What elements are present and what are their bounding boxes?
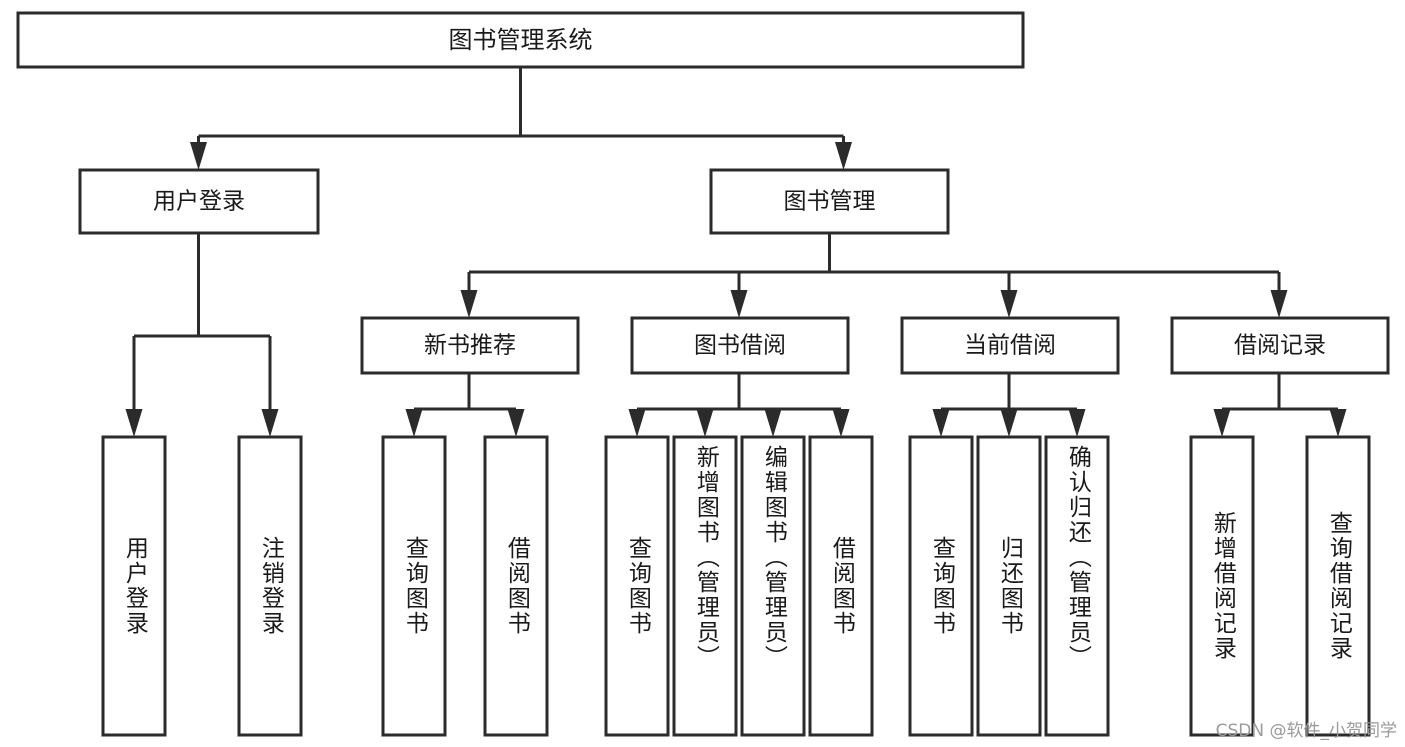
leaf-query-book-3-box[interactable]: [908, 435, 974, 737]
node-new-book-recommend-label: 新书推荐: [424, 333, 516, 359]
node-current-borrow-box[interactable]: [900, 316, 1120, 375]
leaf-confirm-return-box[interactable]: [1044, 435, 1110, 737]
arrow-head-leaf-query-book-1: [405, 409, 423, 437]
connector-group-root: [190, 67, 852, 170]
node-borrow-record-label: 借阅记录: [1234, 333, 1326, 359]
leaf-borrow-book-1-box[interactable]: [483, 435, 549, 737]
node-current-borrow[interactable]: 当前借阅: [900, 316, 1120, 375]
leaf-logout-login-box[interactable]: [237, 435, 303, 737]
node-user-login-box[interactable]: [78, 168, 320, 235]
arrow-head-leaf-borrow-book-2: [832, 409, 850, 437]
connector-group-book-borrow: [628, 373, 850, 437]
arrow-head-current-borrow: [1000, 290, 1018, 318]
leaf-borrow-book-2-box[interactable]: [808, 435, 874, 737]
node-new-book-recommend-box[interactable]: [360, 316, 580, 375]
arrow-head-leaf-borrow-book-1: [507, 409, 525, 437]
node-user-login-label: 用户登录: [153, 189, 245, 215]
leaf-edit-book-box[interactable]: [740, 435, 806, 737]
arrow-head-leaf-edit-book: [764, 409, 782, 437]
leaf-query-book-1-box[interactable]: [381, 435, 447, 737]
node-book-management-box[interactable]: [709, 168, 950, 235]
watermark-text: CSDN @软件_小贺同学: [1215, 721, 1397, 741]
arrow-head-leaf-add-book: [696, 409, 714, 437]
node-book-management[interactable]: 图书管理: [709, 168, 950, 235]
leaf-return-book-box[interactable]: [976, 435, 1042, 737]
arrow-head-user-login: [190, 142, 207, 170]
connector-group-new-book-recommend: [405, 373, 525, 437]
node-book-borrow-box[interactable]: [630, 316, 850, 375]
leaf-user-login-box[interactable]: [101, 435, 167, 737]
node-current-borrow-label: 当前借阅: [964, 333, 1056, 359]
leaf-query-book-2-box[interactable]: [604, 435, 670, 737]
node-borrow-record[interactable]: 借阅记录: [1170, 316, 1390, 375]
arrow-head-book-management: [835, 142, 852, 170]
arrow-head-borrow-record: [1270, 290, 1288, 318]
connector-group-borrow-record: [1213, 373, 1347, 437]
node-new-book-recommend[interactable]: 新书推荐: [360, 316, 580, 375]
arrow-head-new-book-recommend: [460, 290, 478, 318]
leaf-add-book-box[interactable]: [672, 435, 738, 737]
node-root[interactable]: 图书管理系统: [16, 11, 1025, 69]
arrow-head-leaf-query-record: [1329, 409, 1347, 437]
arrow-head-leaf-return-book: [1000, 409, 1018, 437]
leaf-add-record-box[interactable]: [1189, 435, 1255, 737]
node-root-label: 图书管理系统: [449, 26, 593, 54]
arrow-head-leaf-add-record: [1213, 409, 1231, 437]
connector-group-user-login: [125, 233, 279, 437]
connector-group-book-management: [460, 233, 1288, 318]
arrow-head-leaf-confirm-return: [1068, 409, 1086, 437]
arrow-head-leaf-logout-login: [261, 409, 279, 437]
leaf-query-record-box[interactable]: [1305, 435, 1371, 737]
node-borrow-record-box[interactable]: [1170, 316, 1390, 375]
arrow-head-leaf-user-login: [125, 409, 143, 437]
node-user-login[interactable]: 用户登录: [78, 168, 320, 235]
node-book-borrow[interactable]: 图书借阅: [630, 316, 850, 375]
leaf-boxes: [101, 435, 1371, 737]
arrow-head-leaf-query-book-3: [932, 409, 950, 437]
arrow-head-book-borrow: [730, 290, 748, 318]
arrow-head-leaf-query-book-2: [628, 409, 646, 437]
node-root-box[interactable]: [16, 11, 1025, 69]
node-book-management-label: 图书管理: [784, 189, 876, 215]
connector-group-current-borrow: [932, 373, 1086, 437]
node-book-borrow-label: 图书借阅: [694, 333, 786, 359]
